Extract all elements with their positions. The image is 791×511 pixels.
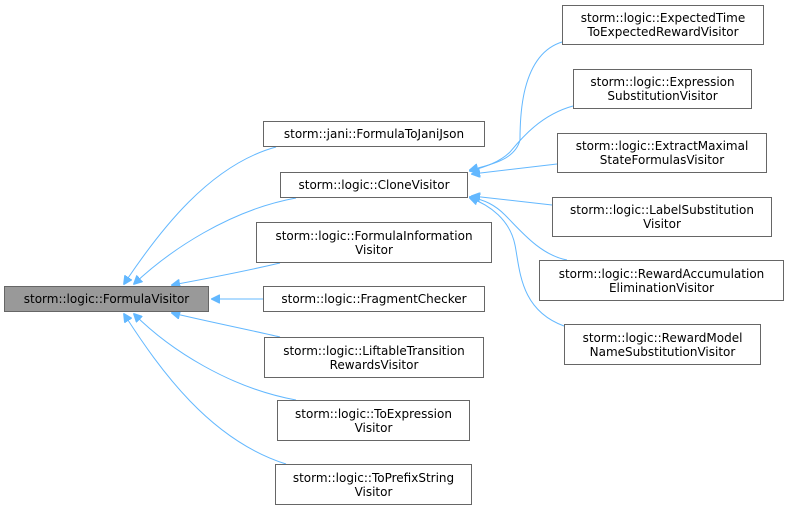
- node-label: EliminationVisitor: [608, 280, 715, 295]
- node-label: storm::logic::ToExpression: [295, 406, 452, 421]
- node-label: storm::logic::FormulaVisitor: [23, 292, 190, 306]
- edge-to-expression-visitor-to-formula-visitor: [134, 314, 297, 401]
- edge-clone-visitor-to-formula-visitor: [134, 197, 297, 284]
- node-label: NameSubstitutionVisitor: [589, 344, 736, 359]
- node-label: storm::logic::RewardAccumulation: [558, 266, 765, 281]
- node-liftable-transition-rewards-visitor[interactable]: storm::logic::LiftableTransition Rewards…: [264, 337, 484, 378]
- node-expected-time-to-expected-reward-visitor[interactable]: storm::logic::ExpectedTime ToExpectedRew…: [562, 5, 764, 45]
- edge-expression-substitution-visitor-to-clone-visitor: [470, 105, 574, 171]
- node-label: StateFormulasVisitor: [599, 153, 725, 167]
- node-expression-substitution-visitor[interactable]: storm::logic::Expression SubstitutionVis…: [573, 69, 752, 109]
- node-fragment-checker[interactable]: storm::logic::FragmentChecker: [263, 286, 485, 312]
- node-reward-accumulation-elimination-visitor[interactable]: storm::logic::RewardAccumulation Elimina…: [539, 260, 784, 301]
- node-label: storm::logic::ExtractMaximal: [575, 139, 749, 153]
- edge-to-prefix-string-visitor-to-formula-visitor: [124, 314, 287, 465]
- node-label: Visitor: [355, 242, 393, 257]
- node-label: ToExpectedRewardVisitor: [587, 25, 739, 39]
- node-formula-visitor: storm::logic::FormulaVisitor: [4, 286, 209, 312]
- node-label: storm::logic::ExpectedTime: [580, 11, 746, 25]
- node-clone-visitor[interactable]: storm::logic::CloneVisitor: [280, 172, 468, 198]
- node-label: Visitor: [643, 217, 681, 231]
- node-label: SubstitutionVisitor: [607, 89, 718, 103]
- node-label: Visitor: [354, 484, 393, 499]
- node-label: Visitor: [354, 420, 393, 435]
- node-label: RewardsVisitor: [329, 357, 419, 372]
- edge-expected-time-to-expected-reward-visitor-to-clone-visitor: [470, 41, 563, 170]
- node-to-prefix-string-visitor[interactable]: storm::logic::ToPrefixString Visitor: [275, 464, 472, 505]
- node-label: storm::logic::LiftableTransition: [283, 343, 465, 358]
- node-label-substitution-visitor[interactable]: storm::logic::LabelSubstitution Visitor: [552, 197, 772, 237]
- edge-reward-accumulation-elimination-visitor-to-clone-visitor: [470, 197, 568, 261]
- edge-formula-information-visitor-to-formula-visitor: [172, 262, 281, 285]
- node-extract-maximal-state-formulas-visitor[interactable]: storm::logic::ExtractMaximal StateFormul…: [557, 133, 767, 173]
- node-label: storm::logic::LabelSubstitution: [570, 203, 754, 217]
- node-label: storm::logic::FormulaInformation: [275, 228, 473, 243]
- edge-label-substitution-visitor-to-clone-visitor: [472, 196, 553, 206]
- edge-reward-model-name-substitution-visitor-to-clone-visitor: [470, 198, 565, 327]
- node-label: storm::logic::Expression: [590, 75, 735, 89]
- edge-extract-maximal-state-formulas-visitor-to-clone-visitor: [472, 163, 558, 174]
- node-to-expression-visitor[interactable]: storm::logic::ToExpression Visitor: [277, 400, 470, 441]
- node-label: storm::logic::CloneVisitor: [298, 178, 450, 192]
- edge-formula-to-jani-json-to-formula-visitor: [124, 146, 277, 284]
- node-label: storm::jani::FormulaToJaniJson: [283, 127, 465, 141]
- node-label: storm::logic::ToPrefixString: [292, 470, 455, 485]
- node-formula-information-visitor[interactable]: storm::logic::FormulaInformation Visitor: [256, 222, 492, 263]
- node-reward-model-name-substitution-visitor[interactable]: storm::logic::RewardModel NameSubstituti…: [564, 324, 761, 365]
- node-label: storm::logic::RewardModel: [582, 330, 743, 345]
- node-formula-to-jani-json[interactable]: storm::jani::FormulaToJaniJson: [263, 121, 485, 147]
- node-label: storm::logic::FragmentChecker: [281, 292, 467, 306]
- edge-liftable-transition-rewards-visitor-to-formula-visitor: [172, 313, 281, 338]
